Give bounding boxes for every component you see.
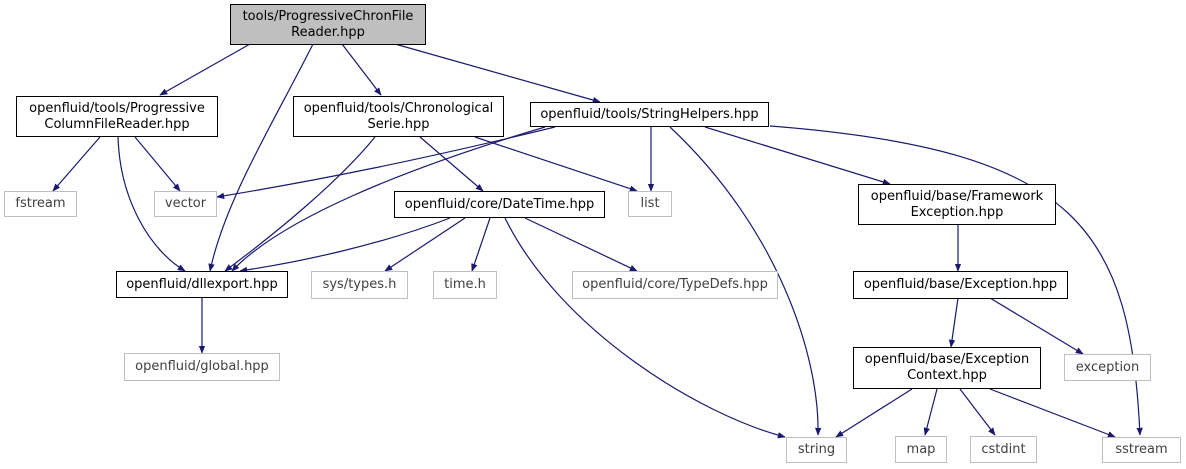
- edge-pcfr-vector: [134, 136, 181, 192]
- edge-pcfr-dll: [117, 136, 186, 272]
- edge-datetime-timeh: [471, 217, 491, 272]
- node-string[interactable]: string: [786, 437, 847, 463]
- edge-pcfr-fstream: [52, 136, 101, 192]
- node-label: openfluid/global.hpp: [135, 359, 269, 374]
- node-string-helpers[interactable]: openfluid/tools/StringHelpers.hpp: [530, 102, 769, 127]
- edge-exc-exccontext: [948, 297, 959, 348]
- edge-strh-dll: [231, 126, 546, 272]
- node-map[interactable]: map: [895, 436, 947, 463]
- node-dllexport[interactable]: openfluid/dllexport.hpp: [116, 271, 288, 298]
- edge-exccontext-map: [923, 388, 938, 436]
- node-label-line-2: Reader.hpp: [291, 24, 365, 40]
- node-label: sys/types.h: [322, 277, 397, 292]
- node-label: time.h: [444, 277, 486, 292]
- edge-strh-string: [669, 126, 822, 436]
- node-sys-types[interactable]: sys/types.h: [311, 271, 408, 299]
- node-exception-hpp[interactable]: openfluid/base/Exception.hpp: [853, 271, 1068, 299]
- node-label-line-1: tools/ProgressiveChronFile: [242, 8, 414, 24]
- node-label: openfluid/dllexport.hpp: [126, 276, 278, 292]
- edge-datetime-dll: [239, 217, 451, 274]
- node-typedefs[interactable]: openfluid/core/TypeDefs.hpp: [572, 271, 778, 299]
- edge-datetime-systypes: [384, 217, 466, 272]
- node-vector[interactable]: vector: [154, 191, 217, 217]
- edge-root-strh: [394, 43, 601, 104]
- edge-root-pcfr: [159, 43, 251, 96]
- node-label: fstream: [15, 196, 66, 211]
- node-label-line-1: openfluid/tools/Progressive: [29, 100, 205, 116]
- edge-root-dll: [208, 43, 314, 272]
- node-label-line-1: openfluid/base/Exception: [864, 352, 1030, 367]
- node-label: vector: [164, 196, 207, 211]
- node-global[interactable]: openfluid/global.hpp: [124, 353, 280, 381]
- edge-exccontext-cstdint: [959, 388, 996, 436]
- node-label: openfluid/core/DateTime.hpp: [404, 196, 595, 212]
- edge-strh-fwexc: [704, 126, 891, 185]
- edge-root-chrono: [341, 43, 382, 96]
- node-sstream[interactable]: sstream: [1102, 437, 1181, 463]
- node-list[interactable]: list: [628, 191, 672, 217]
- node-label: openfluid/base/Exception.hpp: [863, 277, 1058, 292]
- node-label: cstdint: [981, 441, 1026, 457]
- node-cstdint[interactable]: cstdint: [970, 436, 1037, 463]
- edge-chrono-dll: [224, 136, 376, 272]
- node-datetime[interactable]: openfluid/core/DateTime.hpp: [394, 191, 605, 218]
- node-label: map: [906, 441, 936, 457]
- edge-strh-vector: [216, 126, 556, 199]
- node-time-h[interactable]: time.h: [433, 271, 497, 299]
- node-label-line-2: ColumnFileReader.hpp: [44, 116, 190, 132]
- edge-exccontext-string: [835, 388, 913, 438]
- node-label: list: [640, 196, 660, 211]
- node-fstream[interactable]: fstream: [4, 191, 77, 217]
- node-label: exception: [1075, 359, 1140, 375]
- edge-chrono-datetime: [419, 136, 484, 192]
- node-label: openfluid/core/TypeDefs.hpp: [582, 277, 768, 292]
- node-label: openfluid/tools/StringHelpers.hpp: [540, 106, 759, 122]
- edge-datetime-string: [504, 217, 786, 439]
- node-label: string: [797, 442, 836, 457]
- node-label: sstream: [1115, 442, 1168, 457]
- node-label-line-2: Exception.hpp: [910, 204, 1004, 220]
- node-label-line-1: openfluid/base/Framework: [870, 188, 1044, 204]
- edge-datetime-typedefs: [524, 217, 638, 272]
- edge-chrono-list: [474, 136, 638, 192]
- edge-exccontext-sstream: [989, 388, 1116, 438]
- node-label-line-2: Context.hpp: [907, 368, 987, 383]
- node-label-line-2: Serie.hpp: [367, 116, 430, 132]
- node-label-line-1: openfluid/tools/Chronological: [303, 100, 494, 116]
- node-exception[interactable]: exception: [1064, 354, 1151, 381]
- edge-exc-exception: [989, 297, 1084, 355]
